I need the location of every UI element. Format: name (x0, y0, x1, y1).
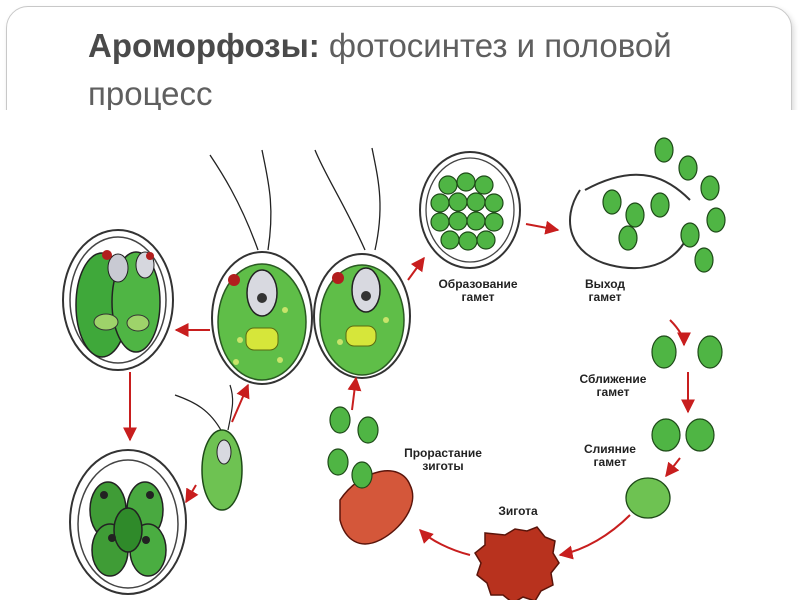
fused-cell (626, 478, 670, 518)
label-gamete-approach: Сближение гамет (563, 373, 663, 399)
label-gamete-formation: Образование гамет (418, 278, 538, 304)
title-bold: Ароморфозы: (88, 27, 320, 64)
label-zygote-germination: Прорастание зиготы (388, 447, 498, 473)
gamete-formation-cell (420, 152, 520, 268)
diagram-svg (0, 110, 800, 600)
germinating-zygote (328, 407, 413, 544)
zoospore (175, 385, 242, 510)
approaching-gametes (652, 336, 722, 368)
zygote-cell (475, 527, 559, 600)
label-gamete-fusion: Слияние гамет (565, 443, 655, 469)
label-zygote: Зигота (483, 505, 553, 518)
dividing-cell-8 (70, 450, 186, 594)
gamete-exit-cell (570, 138, 725, 272)
dividing-cell-2 (63, 230, 173, 370)
slide-title: Ароморфозы: фотосинтез и половой процесс (88, 22, 708, 118)
fusing-gametes (652, 419, 714, 451)
mature-cell (210, 150, 312, 384)
label-gamete-exit: Выход гамет (560, 278, 650, 304)
chlamydomonas-life-cycle-diagram: Образование гамет Выход гамет Сближение … (0, 110, 800, 600)
cell-before-gametogenesis (314, 148, 410, 378)
